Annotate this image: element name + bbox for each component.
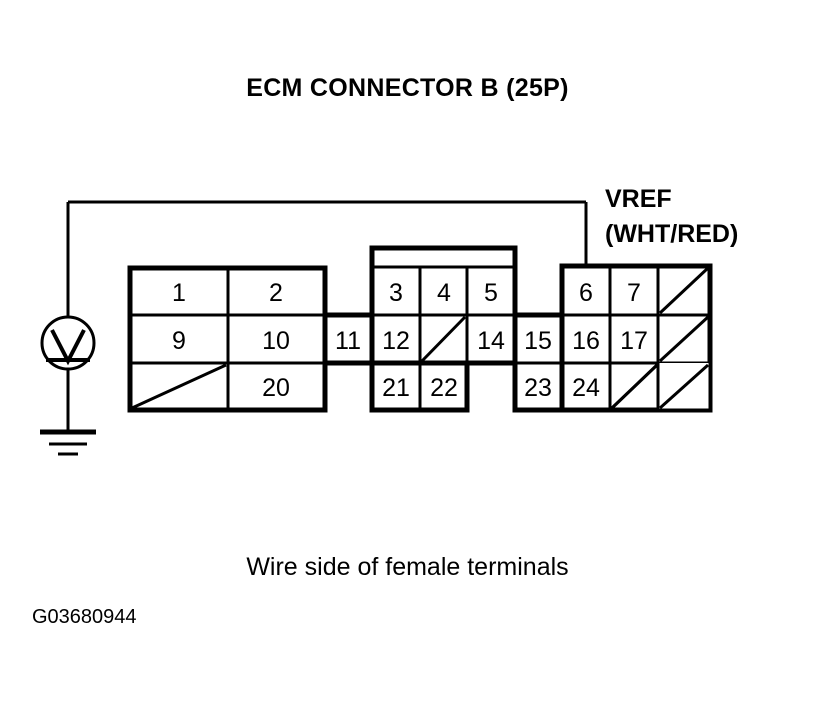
connector-pin-grid: 1 2 3 4 5 6 7 9 10 11 12 14 15 16 17 20 … [127,245,713,413]
pin-label-7: 7 [627,279,641,307]
pin-label-9: 9 [172,327,186,355]
pin-label-12: 12 [382,327,410,355]
blank-diagonal-r2-mid [420,315,467,363]
blank-diagonal-r1-right [658,266,710,315]
right-block-outline [559,263,713,413]
vref-name: VREF [605,185,672,213]
vref-wire-color: (WHT/RED) [605,220,739,248]
pin-label-17: 17 [620,327,648,355]
pin-label-21: 21 [382,374,410,402]
chassis-ground-icon [40,429,96,456]
pin-label-10: 10 [262,327,290,355]
test-lead-wiring [66,200,588,318]
blank-diagonal-r2-right [658,315,710,363]
pin-label-5: 5 [484,279,498,307]
pin-label-6: 6 [579,279,593,307]
voltmeter-symbol [40,315,96,431]
pin-label-15: 15 [524,327,552,355]
page-title: ECM CONNECTOR B (25P) [246,74,569,102]
voltmeter-v-glyph [50,329,86,366]
pin-label-16: 16 [572,327,600,355]
pin-label-4: 4 [437,279,451,307]
pin-label-1: 1 [172,279,186,307]
pin-label-24: 24 [572,374,600,402]
pin-label-14: 14 [477,327,505,355]
blank-diagonal-r3-far-right [658,363,710,410]
blank-diagonal-r3c1 [131,363,227,410]
pin-label-23: 23 [524,374,552,402]
image-id-label: G03680944 [32,606,137,628]
pin-label-3: 3 [389,279,403,307]
pin-label-2: 2 [269,279,283,307]
vref-signal-label: VREF (WHT/RED) [605,182,738,252]
pin-label-20: 20 [262,374,290,402]
pin-label-22: 22 [430,374,458,402]
figure-caption: Wire side of female terminals [246,553,569,581]
pin-label-11: 11 [335,327,361,355]
blank-diagonal-r3-right-restate [610,363,659,410]
